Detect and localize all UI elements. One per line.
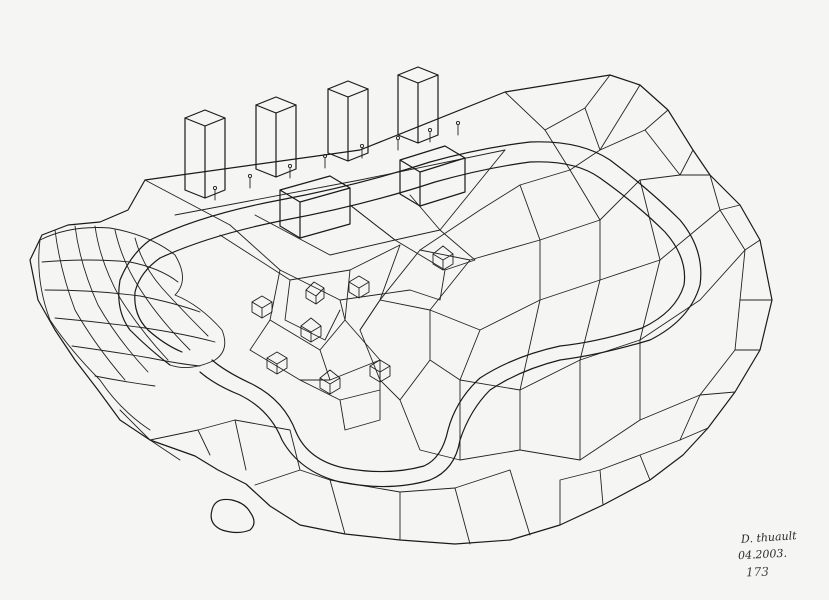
house (305, 281, 325, 305)
signature-date: 04.2003. (737, 546, 788, 563)
left-mesh-region (38, 225, 226, 431)
tall-towers (184, 66, 439, 199)
faceted-hill (359, 74, 773, 526)
sheet-number: 173 (745, 564, 770, 580)
terrain-outline (29, 74, 773, 545)
house (266, 351, 288, 375)
tower (184, 109, 226, 199)
block (399, 145, 466, 207)
house (432, 245, 454, 271)
parcel-grid (144, 149, 506, 431)
block (279, 175, 351, 239)
house (319, 369, 341, 395)
tower (397, 66, 439, 144)
house (251, 295, 273, 319)
small-houses (251, 245, 454, 395)
house (369, 359, 391, 383)
house (348, 275, 370, 299)
ring-road (118, 141, 702, 488)
tower (327, 80, 369, 162)
lamp-posts (212, 120, 461, 201)
tower (255, 96, 297, 178)
pond (210, 498, 255, 534)
block-buildings (279, 145, 466, 239)
house (300, 317, 322, 343)
